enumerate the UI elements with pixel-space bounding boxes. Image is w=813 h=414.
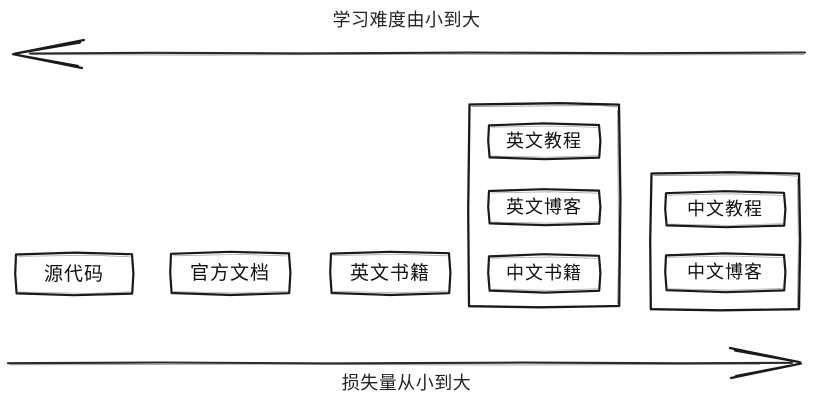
node-chinese-blog-box[interactable] [664, 252, 787, 294]
node-english-course-label: 英文教程 [506, 131, 582, 152]
node-official-docs-box[interactable] [169, 250, 292, 297]
top-axis-label: 学习难度由小到大 [332, 10, 481, 31]
top-axis-arrow [11, 38, 807, 70]
node-chinese-books-box[interactable] [487, 253, 602, 294]
node-english-course-box[interactable] [487, 122, 602, 161]
bottom-axis-label: 损失量从小到大 [341, 373, 472, 394]
node-english-books-label: 英文书籍 [349, 262, 430, 284]
node-chinese-books-label: 中文书籍 [506, 263, 582, 284]
node-english-books-box[interactable] [329, 250, 452, 297]
node-chinese-course-label: 中文教程 [687, 199, 763, 220]
node-official-docs-label: 官方文档 [189, 262, 270, 284]
node-source-code-box[interactable] [14, 251, 135, 297]
bottom-axis-arrow [6, 346, 803, 380]
node-source-code-label: 源代码 [43, 263, 104, 285]
node-chinese-blog-label: 中文博客 [687, 262, 763, 283]
node-chinese-course-box[interactable] [664, 190, 787, 229]
node-english-blog-label: 英文博客 [506, 197, 582, 218]
node-english-blog-box[interactable] [487, 188, 602, 227]
